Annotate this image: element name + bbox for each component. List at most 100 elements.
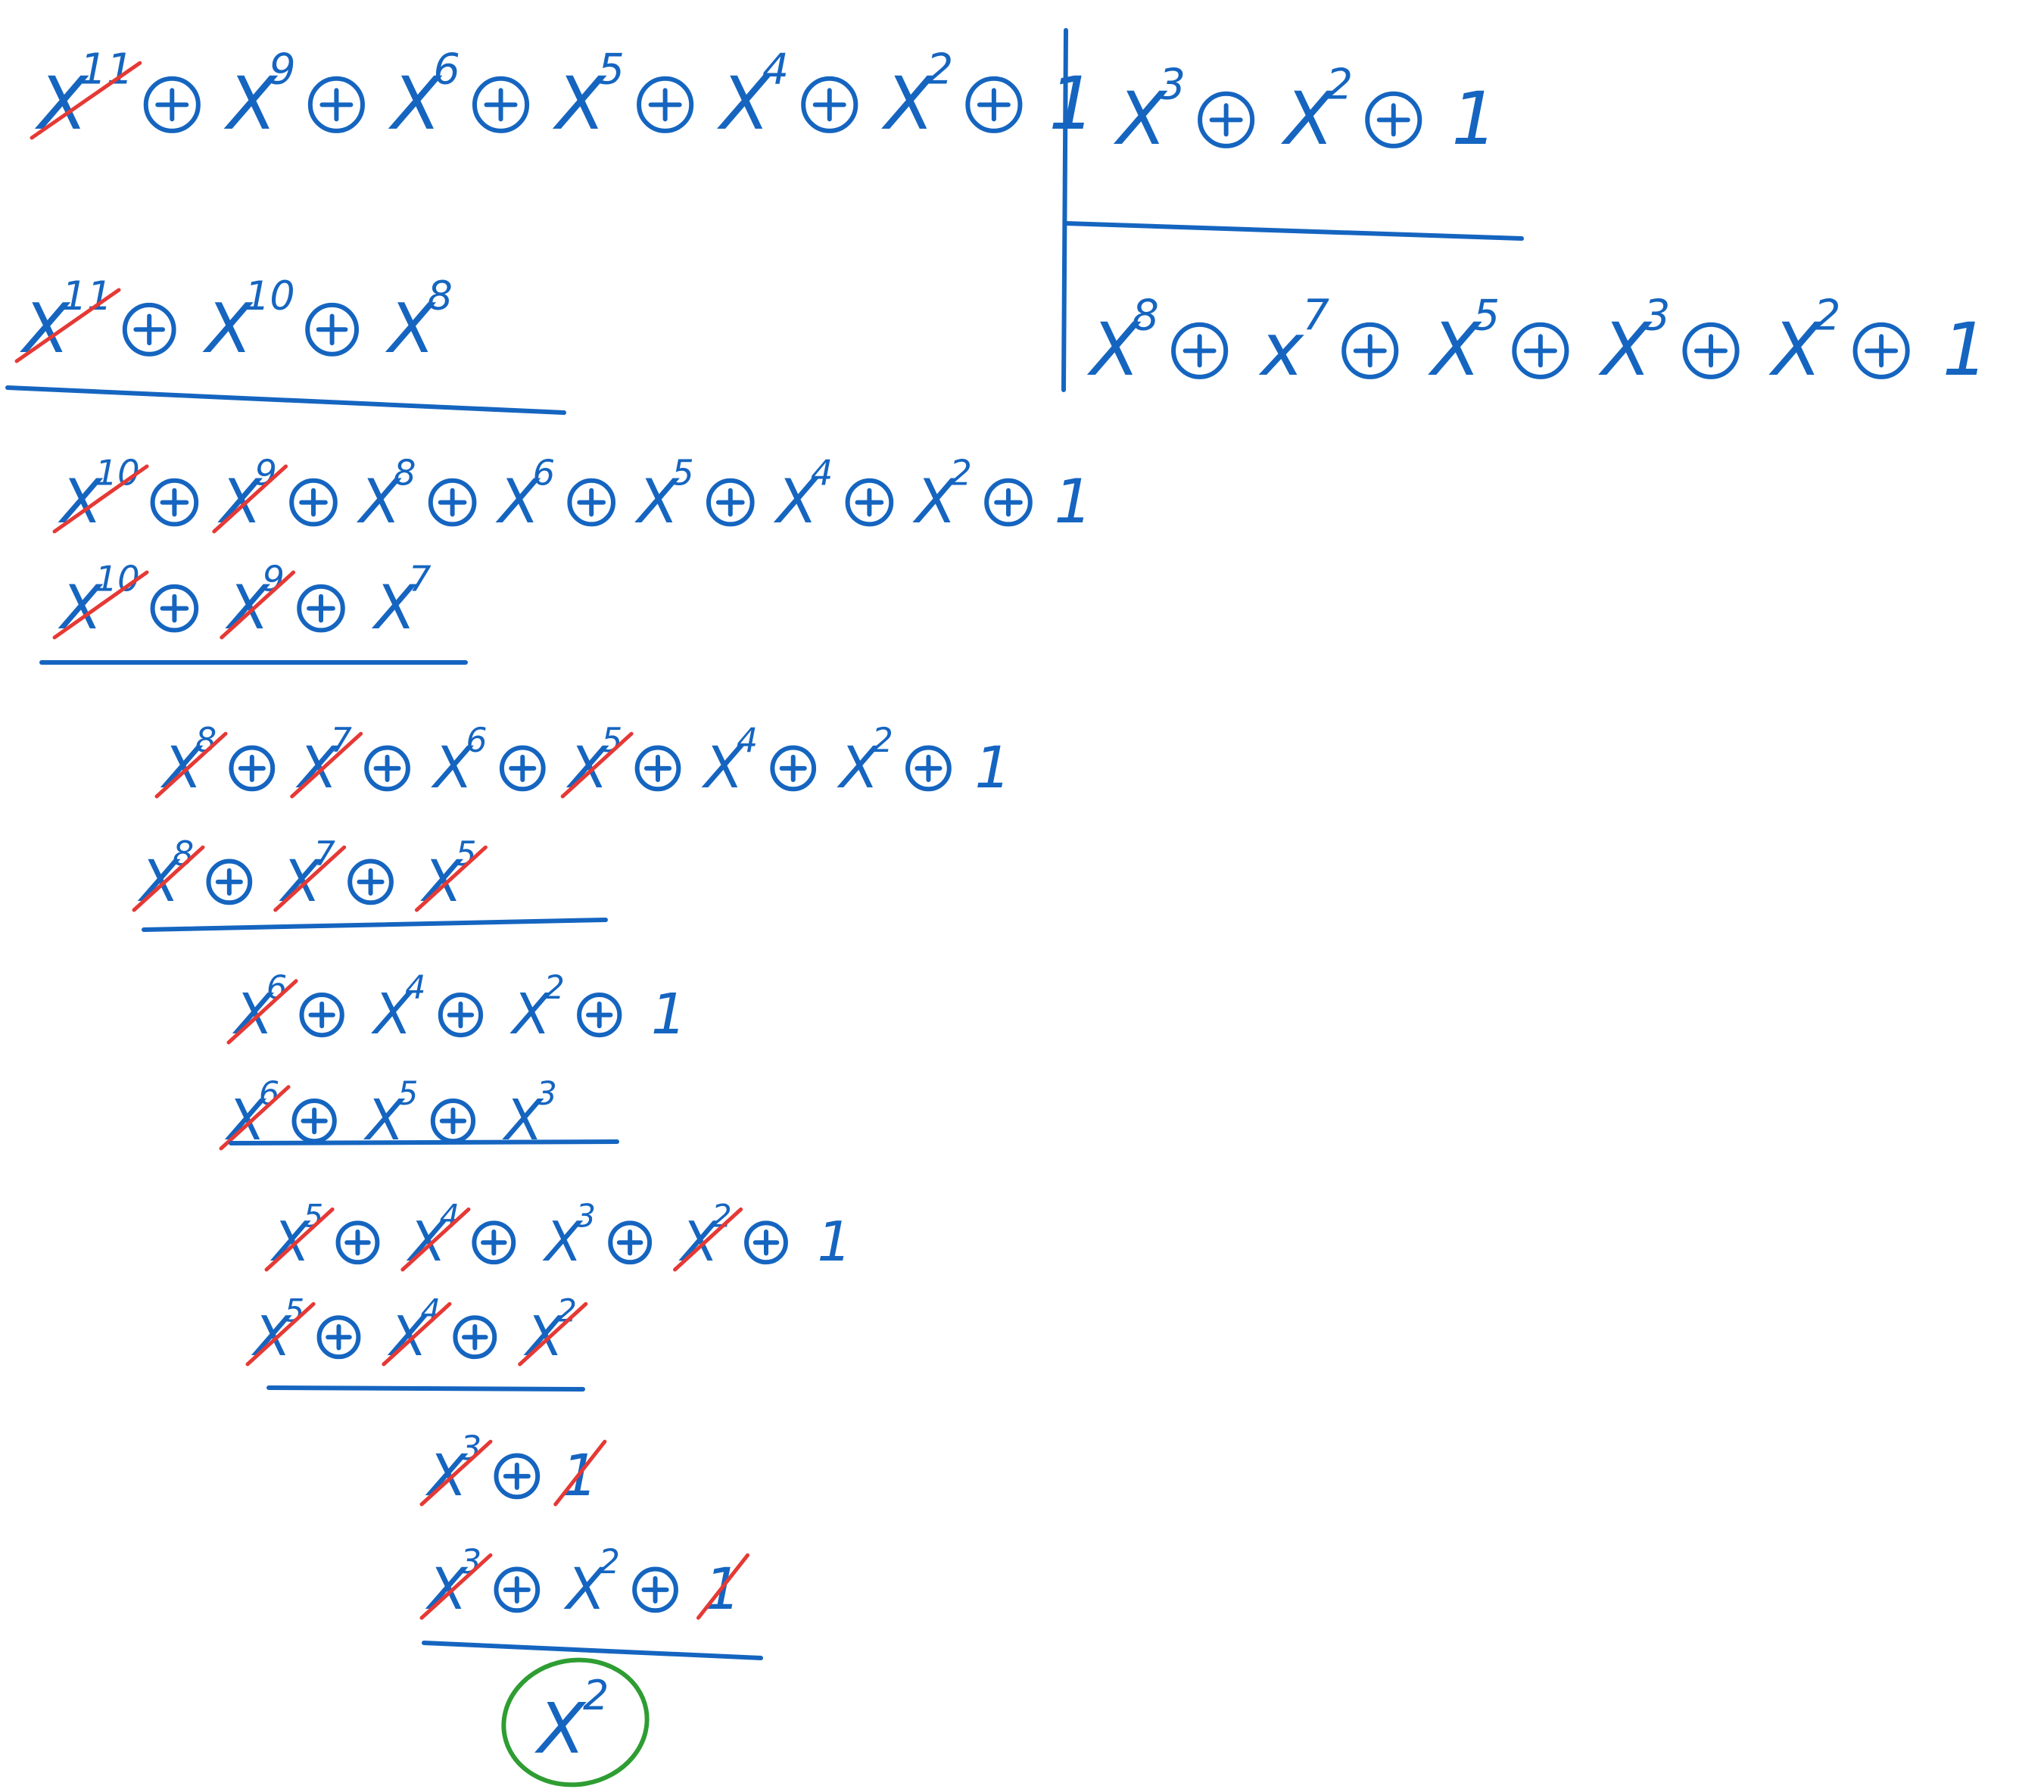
remainder-exponent: 2 xyxy=(583,1672,609,1719)
plus-circle-icon xyxy=(608,1220,653,1265)
plus-circle-icon xyxy=(289,478,338,527)
subtraction-line xyxy=(229,1139,619,1145)
divisor-term: X xyxy=(1113,76,1168,161)
plus-circle-icon xyxy=(335,1220,380,1265)
step-4-exponent: 8 xyxy=(195,721,217,760)
strike-mark xyxy=(154,731,228,799)
strike-mark xyxy=(560,731,634,799)
step-2-term: X xyxy=(773,466,819,537)
step-6-exponent: 4 xyxy=(405,969,425,1007)
dividend-exponent: 2 xyxy=(927,45,953,94)
step-6-exponent: 6 xyxy=(266,969,287,1007)
step-7-exponent: 5 xyxy=(397,1075,418,1113)
quotient-term: X xyxy=(1768,307,1823,392)
strike-mark xyxy=(518,1301,588,1367)
plus-circle-icon xyxy=(206,859,253,905)
step-3-exponent: 7 xyxy=(409,558,432,599)
step-2-term: X xyxy=(495,466,541,537)
step-4-term: X xyxy=(430,734,474,801)
subtraction-line xyxy=(422,1641,763,1660)
plus-circle-icon xyxy=(1512,322,1569,379)
dividend-term: 1 xyxy=(1048,61,1095,146)
step-7-exponent: 3 xyxy=(536,1075,556,1113)
strike-mark xyxy=(30,61,142,140)
plus-circle-icon xyxy=(1682,322,1740,379)
step-5-exponent: 8 xyxy=(173,835,194,874)
plus-circle-icon xyxy=(1198,91,1255,148)
step-5-exponent: 5 xyxy=(456,835,477,874)
strike-mark xyxy=(220,570,296,640)
divisor-exponent: 2 xyxy=(1326,60,1353,109)
step-2-exponent: 4 xyxy=(811,452,833,493)
plus-circle-icon xyxy=(634,745,681,792)
plus-circle-icon xyxy=(494,1453,541,1500)
strike-mark xyxy=(696,1553,750,1620)
plus-circle-icon xyxy=(347,859,394,905)
step-1-exponent: 8 xyxy=(428,274,453,319)
plus-circle-icon xyxy=(453,1315,497,1360)
strike-mark xyxy=(414,845,488,912)
step-2-exponent: 8 xyxy=(394,452,416,493)
quotient-exponent: 2 xyxy=(1814,291,1840,340)
step-11-term: X xyxy=(425,1555,469,1622)
strike-mark xyxy=(382,1301,452,1367)
step-11-exponent: 2 xyxy=(599,1543,620,1582)
step-2-exponent: 2 xyxy=(949,452,972,493)
strike-mark xyxy=(273,845,347,912)
step-4-term: X xyxy=(837,734,880,801)
quotient-term: X xyxy=(1086,307,1142,392)
step-8-exponent: 3 xyxy=(575,1197,596,1234)
strike-mark xyxy=(553,1439,607,1507)
strike-mark xyxy=(212,464,288,534)
plus-circle-icon xyxy=(567,478,616,527)
plus-circle-icon xyxy=(965,76,1023,133)
strike-mark xyxy=(14,288,121,363)
step-4-exponent: 7 xyxy=(331,721,352,760)
plus-circle-icon xyxy=(150,478,199,527)
plus-circle-icon xyxy=(577,992,622,1038)
quotient-term: X xyxy=(1427,307,1482,392)
step-4-exponent: 6 xyxy=(466,721,488,760)
strike-mark xyxy=(419,1439,493,1507)
step-8-term: X xyxy=(542,1210,584,1273)
dividend-exponent: 6 xyxy=(433,45,460,94)
step-3-term: X xyxy=(371,572,417,643)
step-10-exponent: 3 xyxy=(460,1429,481,1468)
plus-circle-icon xyxy=(472,76,530,133)
plus-circle-icon xyxy=(801,76,858,133)
strike-mark xyxy=(52,464,149,534)
quotient-exponent: 7 xyxy=(1303,291,1329,340)
division-bar xyxy=(1064,221,1524,241)
step-2-exponent: 6 xyxy=(533,452,556,493)
step-7-exponent: 6 xyxy=(259,1075,279,1113)
step-5-term: X xyxy=(419,847,463,915)
strike-mark xyxy=(290,731,363,799)
dividend-term: X xyxy=(223,61,279,146)
dividend-exponent: 4 xyxy=(762,45,789,94)
dividend-exponent: 9 xyxy=(269,45,295,94)
divisor-exponent: 3 xyxy=(1159,60,1186,109)
dividend-term: X xyxy=(880,61,936,146)
result-circle xyxy=(501,1657,650,1787)
step-6-term: X xyxy=(509,982,553,1047)
plus-circle-icon xyxy=(494,1566,541,1613)
subtraction-line xyxy=(5,385,566,415)
step-4-exponent: 5 xyxy=(601,721,622,760)
plus-circle-icon xyxy=(297,584,345,633)
step-4-term: X xyxy=(566,734,609,801)
step-2-term: X xyxy=(356,466,402,537)
plus-circle-icon xyxy=(150,584,199,633)
quotient-term: X xyxy=(1597,307,1653,392)
step-8-term: 1 xyxy=(817,1210,852,1273)
divisor-term: 1 xyxy=(1451,76,1497,161)
plus-circle-icon xyxy=(143,76,201,133)
strike-mark xyxy=(673,1207,743,1272)
step-6-exponent: 2 xyxy=(544,969,564,1007)
step-2-term: 1 xyxy=(1054,466,1092,537)
subtraction-line xyxy=(266,1385,585,1392)
step-2-term: X xyxy=(912,466,958,537)
plus-circle-icon xyxy=(305,302,360,357)
dividend-term: X xyxy=(388,61,443,146)
step-10-term: X xyxy=(425,1441,469,1509)
